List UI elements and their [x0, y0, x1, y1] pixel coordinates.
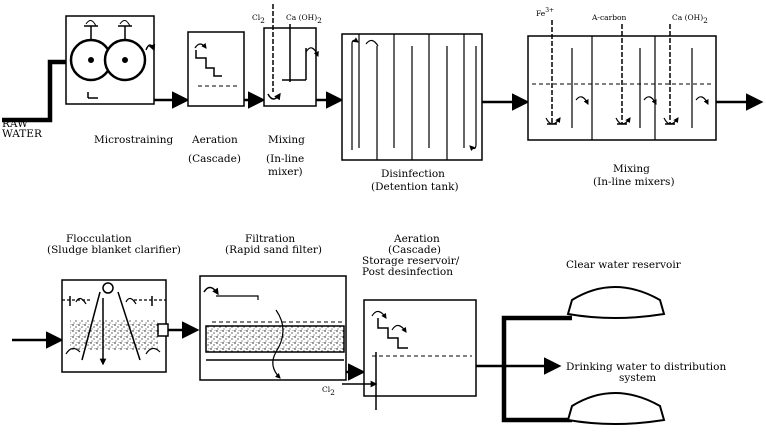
label-filtration-sub: (Rapid sand filter) — [225, 244, 322, 256]
label-mixing2-sub: (In-line mixers) — [593, 176, 675, 188]
aeration-storage-unit: Aeration (Cascade) Storage reservoir/ Po… — [322, 233, 477, 410]
reservoir-top — [566, 286, 666, 319]
water-label: WATER — [2, 128, 43, 140]
label-mixing-sub1: (In-line — [266, 153, 304, 165]
label-aeration-sub: (Cascade) — [188, 153, 241, 165]
reservoir-bottom — [566, 392, 666, 425]
label-aeration2: Aeration — [393, 233, 440, 245]
label-flocculation: Flocculation — [66, 233, 132, 245]
label-aeration: Aeration — [191, 134, 238, 146]
microstrainer-unit: Microstraining — [65, 15, 173, 146]
aeration-tank — [187, 31, 245, 107]
filter-inflow-arrow — [203, 286, 219, 296]
sludge-blanket — [70, 320, 158, 350]
inline-mixer-unit: Cl2 Ca (OH)2 Mixing (In-line mixer) — [252, 4, 322, 178]
fe3-feed-label: Fe3+ — [536, 7, 554, 18]
label-storage-line1: Storage reservoir/ — [362, 255, 460, 267]
caoh2-right-label: Ca (OH)2 — [672, 13, 708, 25]
label-mixing: Mixing — [268, 134, 305, 146]
inline-mixers-unit: Fe3+ A-carbon Ca (OH)2 Mixing (In-line m… — [527, 7, 717, 188]
distribution-manifold: Drinking water to distribution system — [501, 315, 726, 423]
mixing-flow-arrow — [267, 92, 281, 101]
label-disinfection: Disinfection — [381, 168, 445, 180]
label-mixing2: Mixing — [613, 163, 650, 175]
label-drinking-line2: system — [619, 372, 656, 384]
aeration-cascade-unit: Aeration (Cascade) — [187, 31, 245, 165]
sand-bed — [205, 325, 345, 353]
label-filtration: Filtration — [245, 233, 295, 245]
cascade-steps — [195, 50, 222, 77]
caoh2-feed-label: Ca (OH)2 — [286, 13, 322, 25]
overflow-arrow — [145, 43, 156, 52]
baffle-flow-arrow — [351, 37, 359, 150]
acarbon-feed-label: A-carbon — [591, 13, 627, 22]
label-microstraining: Microstraining — [94, 134, 173, 146]
label-mixing-sub2: mixer) — [268, 166, 303, 178]
label-flocculation-sub: (Sludge blanket clarifier) — [47, 244, 181, 256]
clear-water-reservoirs: Clear water reservoir — [566, 259, 682, 425]
mixer-hub — [102, 282, 114, 294]
label-drinking-line1: Drinking water to distribution — [566, 361, 726, 373]
flocculation-unit: Flocculation (Sludge blanket clarifier) — [12, 233, 181, 373]
label-disinfection-sub: (Detention tank) — [371, 181, 459, 193]
manifold-pipe — [501, 315, 572, 423]
cascade-steps-2 — [377, 318, 408, 349]
label-clear-water: Clear water reservoir — [566, 259, 682, 271]
filtration-unit: Filtration (Rapid sand filter) — [199, 233, 347, 381]
storage-tank — [363, 299, 477, 397]
disinfection-tank-unit: Disinfection (Detention tank) — [341, 33, 483, 193]
label-storage-line2: Post desinfection — [362, 266, 453, 278]
cl2-feed-label: Cl2 — [252, 13, 265, 25]
cl2-bottom-label: Cl2 — [322, 385, 335, 397]
label-aeration2-sub: (Cascade) — [388, 244, 441, 256]
